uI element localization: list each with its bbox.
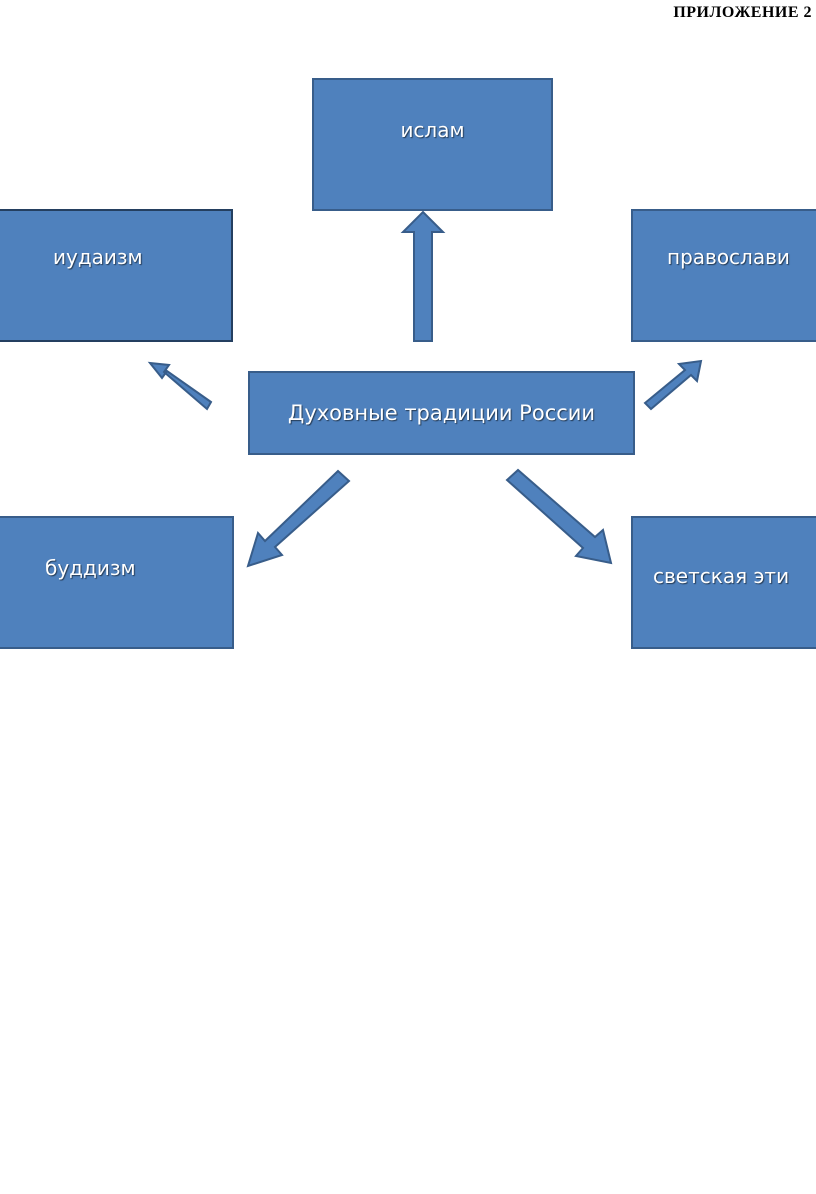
node-islam-label: ислам <box>400 118 465 142</box>
arrow-to-islam <box>400 210 446 342</box>
node-center: Духовные традиции России <box>248 371 635 455</box>
arrow-to-buddhism <box>246 469 351 568</box>
arrow-to-orthodoxy <box>643 359 703 411</box>
node-islam: ислам <box>312 78 553 211</box>
node-secular-ethics: светская эти <box>631 516 816 649</box>
appendix-label: ПРИЛОЖЕНИЕ 2 <box>673 4 812 21</box>
arrow-to-judaism <box>147 361 213 411</box>
node-judaism-label: иудаизм <box>53 245 143 269</box>
node-orthodoxy-label: православи <box>667 245 790 269</box>
node-buddhism: буддизм <box>0 516 234 649</box>
arrow-to-secular-ethics <box>505 468 613 565</box>
node-secular-ethics-label: светская эти <box>653 564 790 588</box>
node-buddhism-label: буддизм <box>45 556 136 580</box>
node-orthodoxy: православи <box>631 209 816 342</box>
node-judaism: иудаизм <box>0 209 233 342</box>
node-center-label: Духовные традиции России <box>287 401 596 425</box>
